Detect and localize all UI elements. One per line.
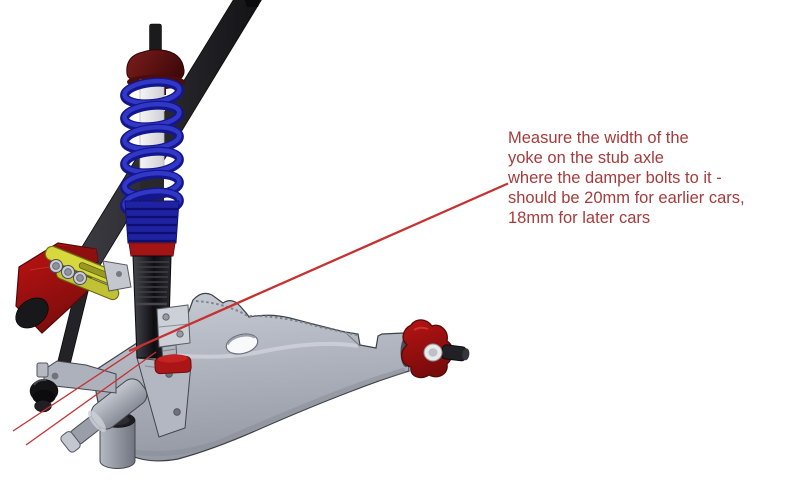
clamp-clevis (102, 260, 132, 292)
damper-lower-bush (154, 354, 192, 375)
annotation-line-3: where the damper bolts to it - (508, 169, 722, 187)
leader-line-extension (25, 351, 157, 446)
coil-spring (120, 77, 184, 219)
beam-step (346, 333, 361, 347)
annotation-line-5: 18mm for later cars (508, 209, 651, 227)
lock-ring (128, 242, 176, 257)
ball-joint-stud (36, 362, 49, 378)
leader-line-extension (12, 341, 148, 432)
bush-washer (423, 343, 443, 362)
bush-stub-pin (441, 344, 470, 362)
track-rod-end-ball-joint (29, 362, 59, 413)
bracket-pad (15, 297, 49, 329)
arm-lower-edge-shade (131, 367, 406, 457)
annotation-line-2: yoke on the stub axle (508, 149, 664, 167)
clamp-bolts (49, 259, 87, 285)
annotation-line-1: Measure the width of the (508, 129, 689, 147)
stub-axle-assembly (29, 357, 192, 469)
stub-axle-tip (60, 431, 81, 453)
tie-rod-end-cap (244, 0, 261, 7)
annotation-line-4: should be 20mm for earlier cars, (508, 189, 745, 207)
steering-arm (41, 360, 117, 394)
damper-bracket (156, 304, 191, 348)
leader-line-main (128, 182, 509, 353)
coilover-damper (120, 23, 192, 375)
kingpin-boss (60, 378, 148, 453)
drop-link-bracket-assembly (15, 242, 132, 334)
lightening-hole (225, 333, 259, 355)
yoke-bolt-hole (173, 408, 181, 416)
clamp-bolt (49, 259, 63, 273)
spring-seat-collar (124, 200, 180, 244)
clamp-bolt (61, 265, 75, 279)
ball-joint-nut (34, 399, 52, 413)
annotation-note: Measure the width of the yoke on the stu… (508, 128, 788, 228)
clamp-bolt (73, 271, 87, 285)
weld-seam-texture (195, 300, 358, 336)
leader-lines (12, 182, 509, 446)
